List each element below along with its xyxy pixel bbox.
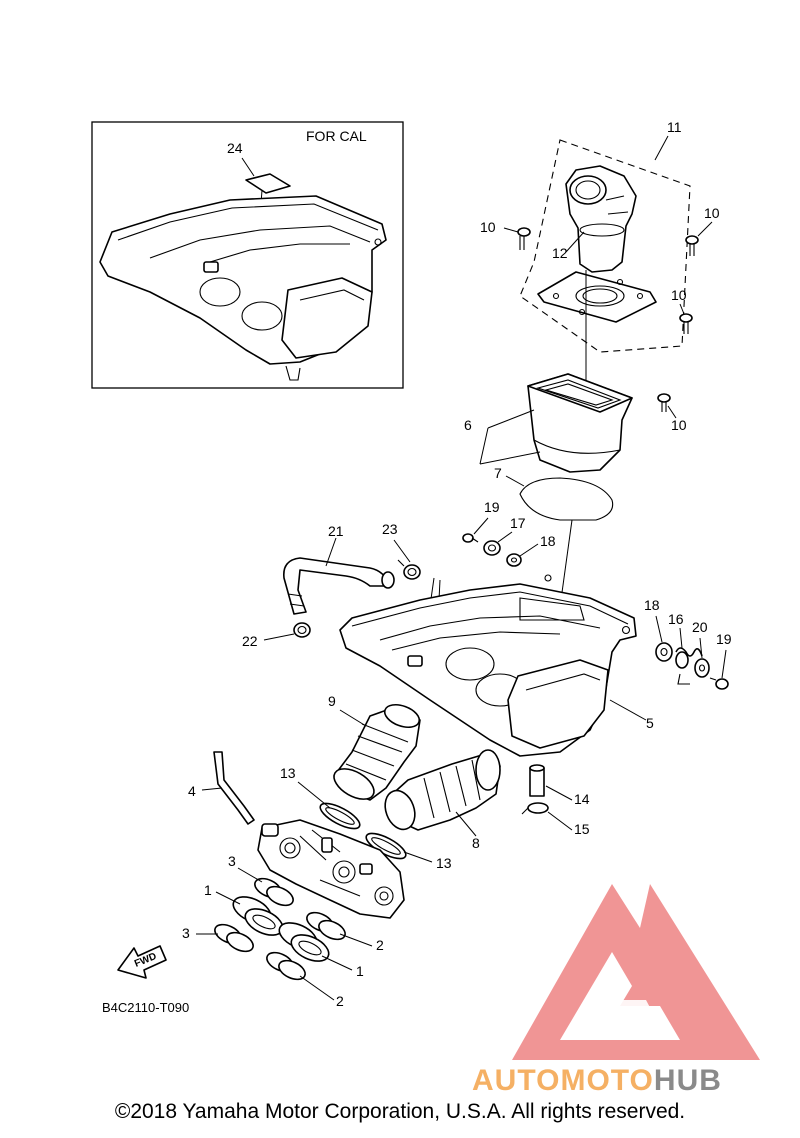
- callout-23: 23: [382, 521, 398, 537]
- band-3a: [254, 877, 294, 907]
- callout-22: 22: [242, 633, 258, 649]
- screw-10c: [679, 313, 693, 334]
- callout-19b: 19: [716, 631, 732, 647]
- inset-for-cal: FOR CAL 24: [91, 121, 404, 389]
- clamps-13: 13 13: [280, 765, 452, 871]
- throttle-body: [257, 819, 405, 919]
- joint-1b: [278, 922, 330, 962]
- callout-13a: 13: [280, 765, 296, 781]
- callout-17: 17: [510, 515, 526, 531]
- callout-18a: 18: [540, 533, 556, 549]
- svg-text:AUTOMOTOHUB: AUTOMOTOHUB: [472, 1064, 722, 1097]
- callout-4: 4: [188, 783, 196, 799]
- joints-lower: 3 1 2 3 1 2: [182, 853, 384, 1009]
- watermark-text: AUTOMOTOHUB: [472, 1064, 722, 1097]
- screws-10: 10 10 10 10: [480, 205, 720, 433]
- callout-13b: 13: [436, 855, 452, 871]
- band-2a: [306, 911, 346, 941]
- clamp-15: 15: [521, 802, 590, 837]
- gasket-7: 7: [494, 465, 614, 521]
- watermark-part1: AUTOMOTO: [472, 1064, 654, 1097]
- filter-6: 6: [464, 373, 633, 473]
- callout-14: 14: [574, 791, 590, 807]
- callout-19a: 19: [484, 499, 500, 515]
- watermark-part2: HUB: [654, 1064, 722, 1097]
- bolt-19a: [462, 533, 479, 543]
- fwd-arrow: FWD: [117, 945, 167, 979]
- copyright-notice: ©2018 Yamaha Motor Corporation, U.S.A. A…: [114, 1100, 686, 1123]
- hose-21: 21: [283, 523, 395, 615]
- callout-7: 7: [494, 465, 502, 481]
- screw-10a: [517, 227, 531, 250]
- joint-9: 9: [328, 693, 421, 801]
- fasteners-right: 18 16 20 19: [644, 597, 732, 690]
- callout-11: 11: [667, 119, 682, 135]
- callout-3b: 3: [182, 925, 190, 941]
- callout-16: 16: [668, 611, 684, 627]
- callout-18b: 18: [644, 597, 660, 613]
- band-3b: [214, 923, 254, 953]
- plate-11: [537, 271, 657, 323]
- callout-24: 24: [227, 140, 243, 156]
- callout-1b: 1: [356, 963, 364, 979]
- callout-8: 8: [472, 835, 480, 851]
- screw-10d: [657, 393, 671, 412]
- callout-21: 21: [328, 523, 344, 539]
- callout-20: 20: [692, 619, 708, 635]
- callout-10c: 10: [671, 287, 687, 303]
- callout-2a: 2: [376, 937, 384, 953]
- cap-14: 14: [529, 764, 590, 807]
- clamp-13a: [319, 802, 361, 830]
- inset-label: FOR CAL: [306, 128, 367, 144]
- diagram-code: B4C2110-T090: [102, 1000, 189, 1015]
- callout-12: 12: [552, 245, 568, 261]
- clamp-22: 22: [242, 622, 311, 649]
- callout-15: 15: [574, 821, 590, 837]
- collar-18a: [506, 553, 522, 567]
- callout-5: 5: [646, 715, 654, 731]
- air-box-5: 5: [339, 574, 654, 757]
- hose-4: 4: [188, 751, 255, 825]
- callout-3a: 3: [228, 853, 236, 869]
- callout-10a: 10: [480, 219, 496, 235]
- bolt-19b: [709, 677, 729, 690]
- clamp-23: 23: [382, 521, 421, 580]
- collar-18b: [655, 642, 673, 662]
- grommet-17: [483, 540, 501, 556]
- callout-10d: 10: [671, 417, 687, 433]
- callout-2b: 2: [336, 993, 344, 1009]
- screw-10b: [685, 235, 699, 256]
- callout-6: 6: [464, 417, 472, 433]
- band-2b: [266, 951, 306, 981]
- joint-8: 8: [384, 749, 501, 851]
- watermark-logo: [512, 884, 760, 1060]
- callout-9: 9: [328, 693, 336, 709]
- callout-1a: 1: [204, 882, 212, 898]
- spring-16: [675, 647, 703, 685]
- sticker-24: [245, 173, 291, 194]
- fasteners-upper: 19 17 18: [462, 499, 556, 567]
- washer-20: [694, 658, 710, 678]
- callout-10b: 10: [704, 205, 720, 221]
- assembly-11: 11 12: [519, 119, 691, 353]
